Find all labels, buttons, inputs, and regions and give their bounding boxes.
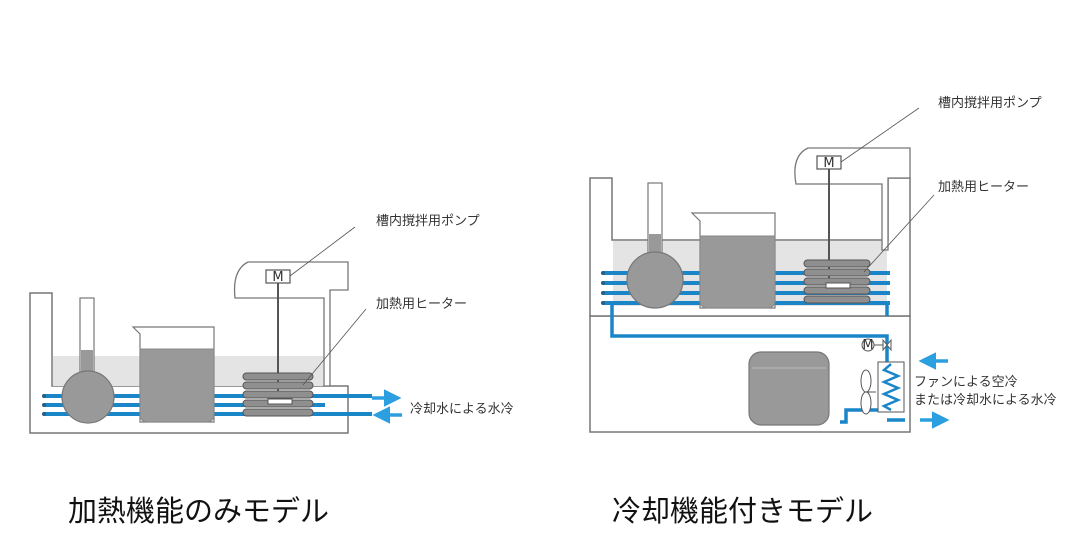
- expansion-valve: M: [861, 338, 892, 353]
- left-caption: 加熱機能のみモデル: [68, 494, 330, 528]
- pump-label: 槽内撹拌用ポンプ: [376, 213, 480, 229]
- pump-motor-letter: M: [272, 270, 283, 285]
- round-flask: [61, 297, 115, 424]
- cooling-arrows: [918, 352, 950, 429]
- cooling-label: 冷却水による水冷: [410, 402, 514, 417]
- pump-label: 槽内撹拌用ポンプ: [938, 95, 1042, 111]
- cooling-label-line1: ファンによる空冷: [914, 375, 1018, 390]
- coil-ends: [42, 394, 46, 416]
- heating-only-model: M: [29, 213, 514, 434]
- valve-motor-letter: M: [862, 338, 873, 353]
- heater-label: 加熱用ヒーター: [376, 297, 467, 312]
- heater-label: 加熱用ヒーター: [938, 180, 1029, 195]
- cooling-label-line2: または冷却水による水冷: [914, 393, 1057, 408]
- round-flask: [626, 182, 684, 309]
- heater-coil: [803, 259, 871, 304]
- compressor: [748, 351, 830, 426]
- pump-leader-line: [840, 107, 920, 163]
- beaker: [690, 212, 776, 309]
- condenser: [877, 361, 905, 413]
- cooling-water-arrows: [372, 389, 402, 424]
- heater-leader-line: [302, 308, 367, 386]
- coil-ends: [601, 271, 605, 305]
- pump-leader-line: [289, 226, 356, 277]
- heater-leader-line: [863, 194, 935, 273]
- pump-motor-letter: M: [823, 156, 834, 171]
- pump-cover: [794, 147, 911, 251]
- fan-icon: [860, 369, 876, 415]
- beaker: [131, 326, 215, 423]
- pump-cover: [233, 261, 349, 387]
- right-caption: 冷却機能付きモデル: [612, 494, 874, 528]
- heater-coil: [242, 372, 314, 417]
- cooling-model: M: [589, 95, 1057, 433]
